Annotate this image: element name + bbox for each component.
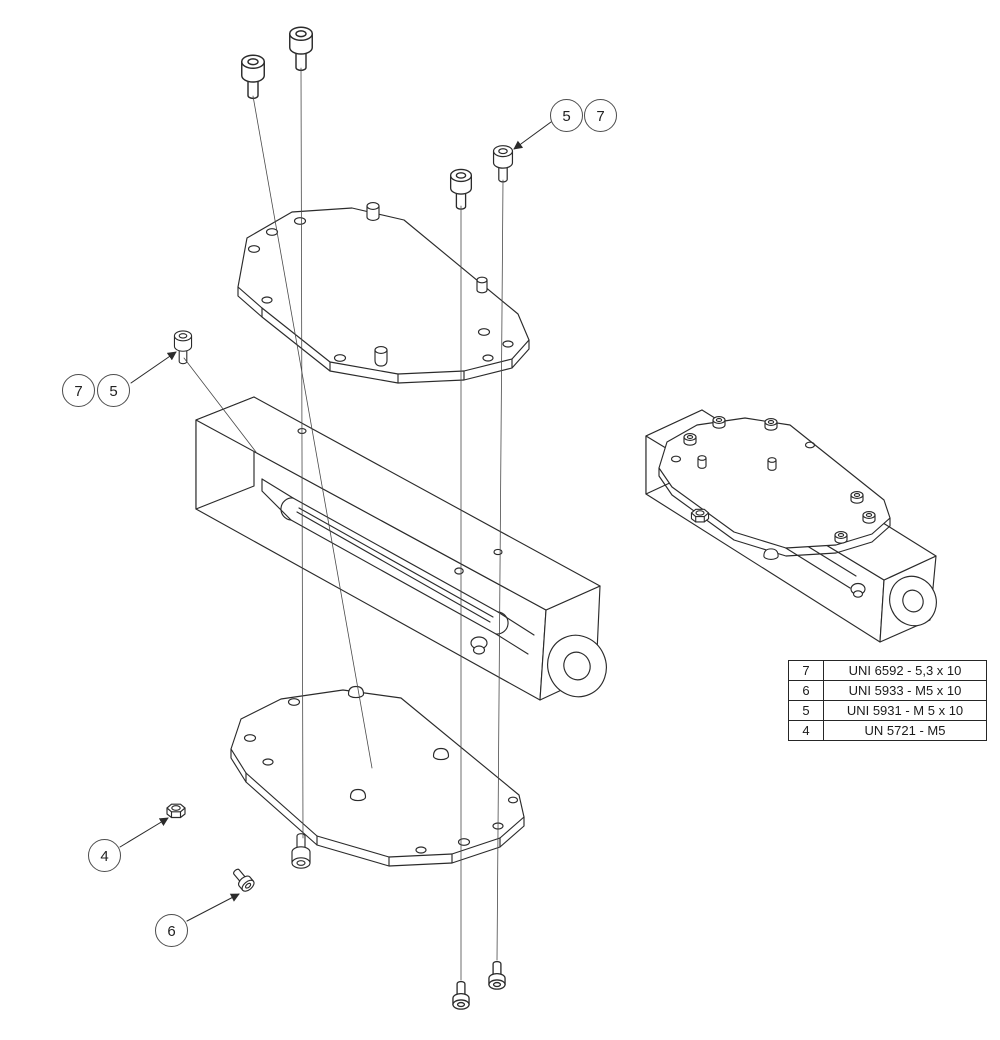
- parts-table-row: 7 UNI 6592 - 5,3 x 10: [789, 661, 986, 680]
- parts-table: 7 UNI 6592 - 5,3 x 10 6 UNI 5933 - M5 x …: [788, 660, 987, 741]
- part-item-number: 5: [789, 701, 824, 720]
- parts-table-row: 5 UNI 5931 - M 5 x 10: [789, 700, 986, 720]
- balloon-item-4: 4: [88, 839, 121, 872]
- top-cover-plate: [237, 202, 530, 384]
- main-body: [195, 396, 607, 701]
- balloon-item-5-top: 5: [550, 99, 583, 132]
- leader-lines: [119, 121, 552, 922]
- balloon-item-6: 6: [155, 914, 188, 947]
- part-spec: UNI 5931 - M 5 x 10: [846, 703, 964, 718]
- hex-nut-item-4: [166, 803, 186, 819]
- balloon-item-7-left: 7: [62, 374, 95, 407]
- part-item-number: 6: [789, 681, 824, 700]
- bottom-cover-plate: [230, 685, 525, 867]
- part-item-number: 7: [789, 661, 824, 680]
- parts-table-row: 4 UN 5721 - M5: [789, 720, 986, 740]
- part-item-number: 4: [789, 721, 824, 740]
- screw-item-6: [229, 865, 257, 894]
- alignment-lines: [183, 67, 504, 981]
- parts-table-row: 6 UNI 5933 - M5 x 10: [789, 680, 986, 700]
- part-spec: UNI 5933 - M5 x 10: [848, 683, 962, 698]
- part-spec: UN 5721 - M5: [864, 723, 946, 738]
- part-spec: UNI 6592 - 5,3 x 10: [848, 663, 962, 678]
- balloon-item-5-left: 5: [97, 374, 130, 407]
- balloon-item-7-top: 7: [584, 99, 617, 132]
- assembled-view: [645, 409, 937, 643]
